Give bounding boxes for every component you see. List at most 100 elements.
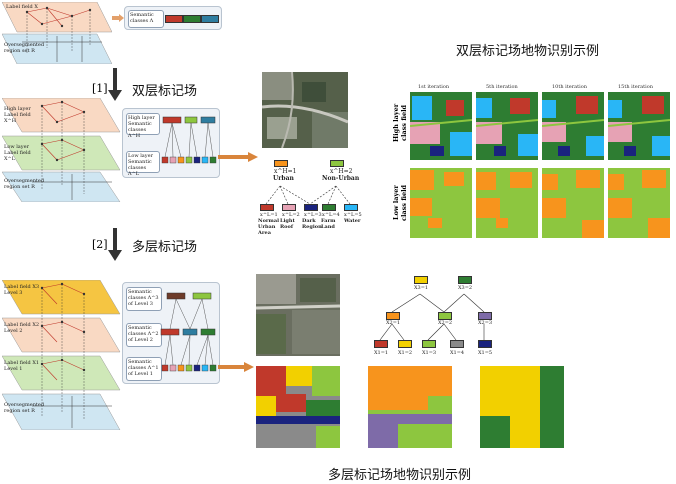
tree-l1-name: Normal Urban Area — [258, 218, 279, 236]
x1-5-swatch — [478, 340, 492, 348]
tree2-mid3: X2=3 — [478, 320, 493, 326]
class-tree-double: x^H=1 Urban x^H=2 Non-Urban x^L=1 Normal… — [254, 158, 364, 242]
row-label-low: Low layer class field — [392, 184, 408, 222]
high-sem-label: High layer Semantic classes Λ^H — [126, 113, 160, 139]
step2-arrow — [108, 228, 122, 261]
tree2-mid2: X2=2 — [438, 320, 453, 326]
down-arrow-icon — [108, 68, 122, 101]
aerial-photo-double — [262, 72, 348, 148]
tree-l3-name: Dark Region — [302, 218, 322, 230]
tree-l4-name: Farm Land — [321, 218, 336, 230]
x3-2-swatch — [458, 276, 472, 284]
semantic-classes-panel-mid: High layer Semantic classes Λ^H Low laye… — [122, 108, 220, 178]
double-layer-graph — [1, 97, 121, 203]
tree2-b3: X1=3 — [422, 350, 437, 356]
step1-label: 双层标记场 — [132, 84, 198, 99]
class-swatch — [183, 15, 201, 23]
aerial-photo-multi — [256, 274, 340, 356]
step1-arrow — [108, 68, 122, 101]
iteration-label: 1st iteration — [418, 84, 450, 90]
step2-number: [2] — [92, 238, 108, 251]
tree-links — [265, 185, 351, 205]
tree-l2-name: Light Roof — [280, 218, 295, 230]
light-roof-swatch — [282, 204, 296, 211]
level2-label: Label field X2 Level 2 — [4, 322, 40, 334]
double-layer-title: 双层标记场地物识别示例 — [456, 44, 600, 59]
low-sem-label: Low layer Semantic classes Λ^L — [126, 151, 160, 177]
semantic-classes-panel-top: Semantic classes Λ — [124, 6, 222, 30]
iteration-label: 5th iteration — [486, 84, 518, 90]
level3-map — [480, 366, 564, 448]
level2-map — [368, 366, 452, 448]
x1-2-swatch — [398, 340, 412, 348]
low-map-iter15 — [608, 168, 670, 238]
tree-l4: x^L=4 — [322, 212, 340, 218]
step2-label: 多层标记场 — [132, 240, 198, 255]
iteration-label: 15th iteration — [618, 84, 653, 90]
label-field-diagram-top: Label field X Oversegmented region set R — [1, 1, 113, 65]
right-arrow-icon — [112, 14, 124, 22]
tree-l5: x^L=5 — [344, 212, 362, 218]
class-tree-multi: X3=1 X3=2 X2=1 X2=2 X2=3 X1=1 X1=2 X1=3 … — [362, 274, 502, 364]
semantic-classes-panel-bottom: Semantic classes Λ^3 of Level 3 Semantic… — [122, 282, 220, 384]
tree-l3: x^L=3 — [304, 212, 322, 218]
tree-h1: x^H=1 — [274, 168, 297, 175]
class-swatch — [201, 15, 219, 23]
multi-layer-graph — [1, 279, 121, 431]
tree-h2-name: Non-Urban — [322, 175, 360, 182]
iteration-label: 10th iteration — [552, 84, 587, 90]
tree-h1-name: Urban — [273, 175, 294, 182]
x2-3-swatch — [478, 312, 492, 320]
step1-number: [1] — [92, 82, 108, 95]
level1-map — [256, 366, 340, 448]
x3-1-swatch — [414, 276, 428, 284]
overseg-label: Oversegmented region set R — [4, 178, 45, 190]
semantic-classes-label: Semantic classes Λ — [128, 10, 164, 28]
tree-h2: x^H=2 — [330, 168, 353, 175]
high-map-iter1 — [410, 92, 472, 160]
tree2-b5: X1=5 — [478, 350, 493, 356]
urban-swatch — [274, 160, 288, 167]
multi-layer-diagram: Label field X3 Level 3 Label field X2 Le… — [1, 279, 122, 431]
right-arrow-icon — [218, 362, 254, 372]
x1-3-swatch — [422, 340, 436, 348]
class-swatch — [165, 15, 183, 23]
high-map-iter5 — [476, 92, 538, 160]
high-layer-label: High layer Label field X^H — [4, 106, 31, 124]
non-urban-swatch — [330, 160, 344, 167]
low-map-iter5 — [476, 168, 538, 238]
label-field-graph — [1, 1, 113, 65]
tree2-top1: X3=1 — [414, 285, 429, 291]
low-map-iter1 — [410, 168, 472, 238]
x1-1-swatch — [374, 340, 388, 348]
tree2-b4: X1=4 — [450, 350, 465, 356]
right-arrow-icon — [218, 152, 258, 162]
dark-region-swatch — [304, 204, 318, 211]
tree2-mid1: X2=1 — [386, 320, 401, 326]
high-map-iter10 — [542, 92, 604, 160]
farm-land-swatch — [322, 204, 336, 211]
multi-layer-title: 多层标记场地物识别示例 — [328, 468, 472, 483]
tree-l1: x^L=1 — [260, 212, 278, 218]
tree-l2: x^L=2 — [282, 212, 300, 218]
tree2-b2: X1=2 — [398, 350, 413, 356]
label-field-label: Label field X — [6, 4, 38, 10]
tree2-top2: X3=2 — [458, 285, 473, 291]
overseg-label: Oversegmented region set R — [4, 42, 45, 54]
double-layer-diagram: High layer Label field X^H Low layer Lab… — [1, 97, 122, 203]
normal-urban-swatch — [260, 204, 274, 211]
level1-label: Label field X1 Level 1 — [4, 360, 40, 372]
row-label-high: High layer class field — [392, 103, 408, 143]
sem2-label: Semantic classes Λ^2 of Level 2 — [126, 323, 162, 347]
low-layer-label: Low layer Label field X^L — [4, 144, 31, 162]
sem3-label: Semantic classes Λ^3 of Level 3 — [126, 287, 162, 311]
overseg-label: Oversegmented region set R — [4, 402, 45, 414]
low-map-iter10 — [542, 168, 604, 238]
level3-label: Label field X3 Level 3 — [4, 284, 40, 296]
x1-4-swatch — [450, 340, 464, 348]
x2-1-swatch — [386, 312, 400, 320]
x2-2-swatch — [438, 312, 452, 320]
tree2-links — [379, 293, 485, 341]
sem1-label: Semantic classes Λ^1 of Level 1 — [126, 357, 162, 381]
sem-links-multi — [160, 292, 217, 372]
